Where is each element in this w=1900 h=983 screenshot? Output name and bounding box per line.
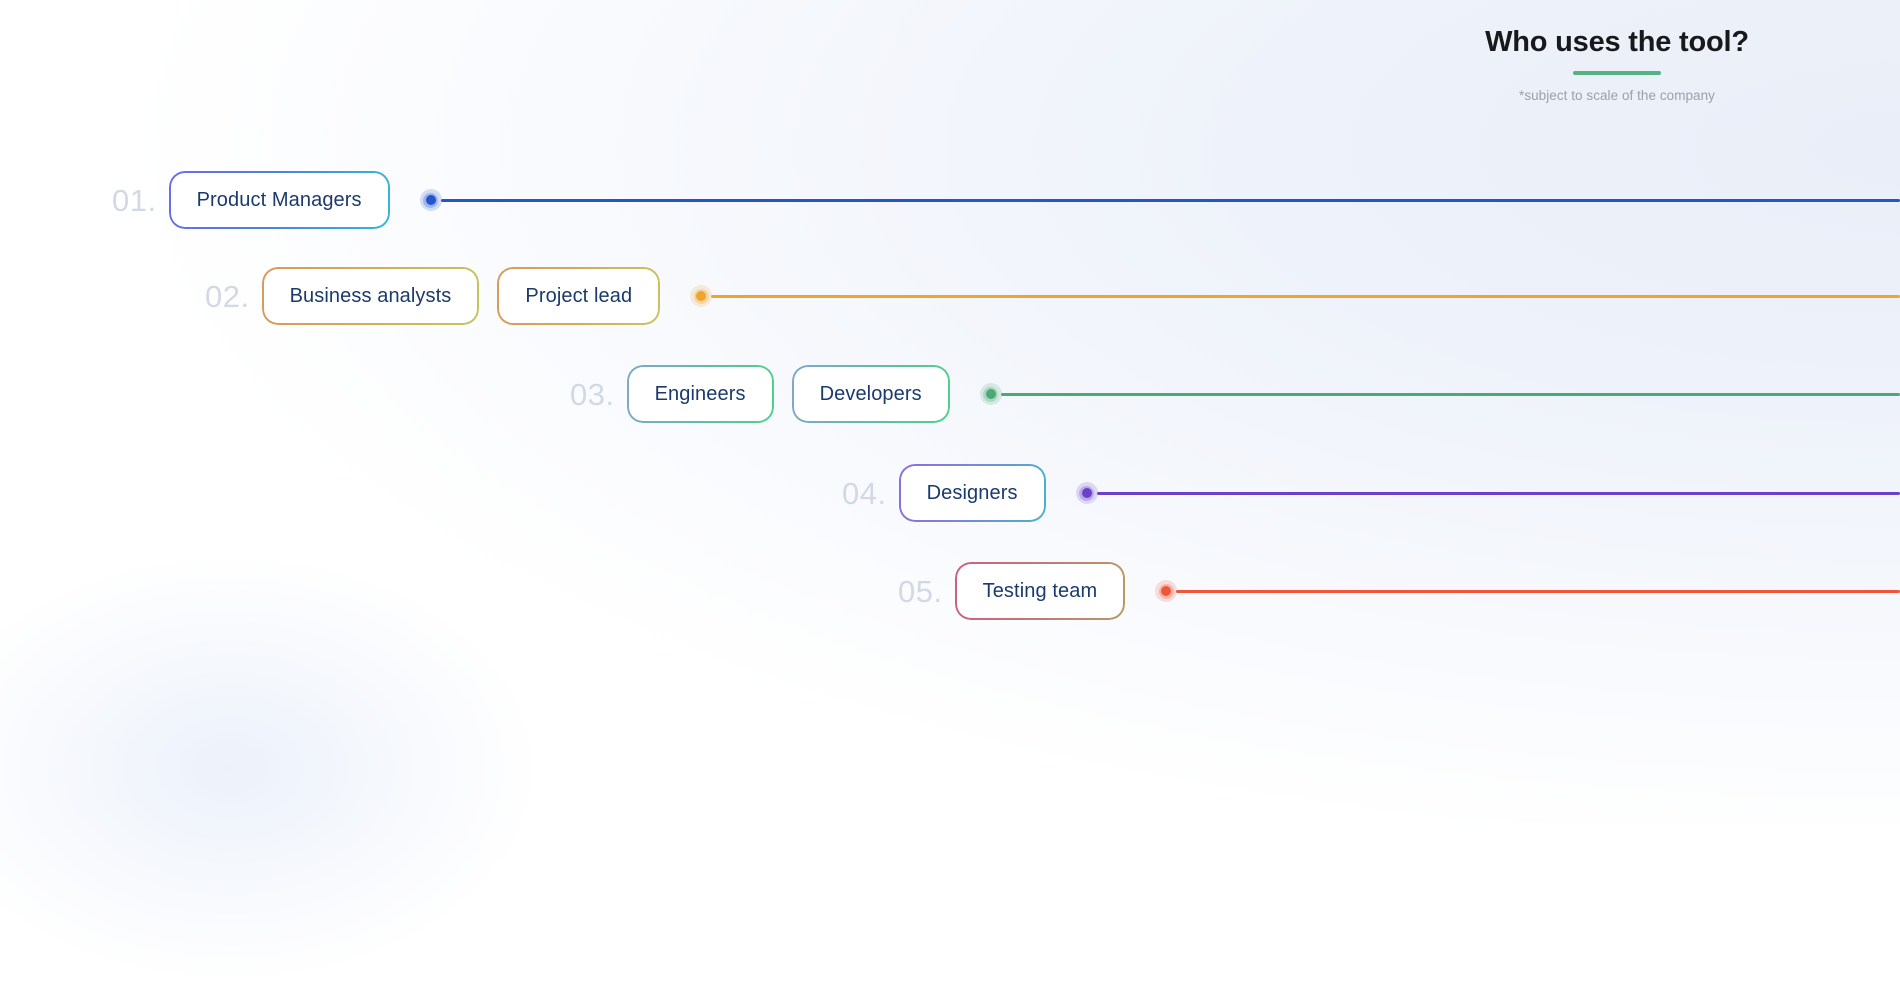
connector-dot-icon (419, 189, 442, 211)
connector-dot-icon (1155, 580, 1178, 602)
dot-core (696, 291, 707, 301)
connector-line (711, 294, 1900, 298)
connector-dot-icon (690, 285, 713, 307)
role-pill-label: Developers (819, 382, 922, 405)
row-number: 03. (570, 376, 615, 412)
role-pill[interactable]: Testing team (954, 562, 1126, 620)
dot-core (1081, 488, 1092, 498)
connector-line (1000, 392, 1900, 396)
page-subtitle: *subject to scale of the company (1519, 88, 1715, 104)
page-title: Who uses the tool? (1485, 26, 1749, 58)
row-number: 04. (842, 475, 887, 511)
role-pill[interactable]: Product Managers (168, 171, 390, 229)
row-connector (690, 285, 1900, 307)
title-underline-accent (1573, 71, 1661, 76)
row-connector (419, 189, 1900, 211)
role-row: 05. Testing team (898, 559, 1900, 623)
role-pill[interactable]: Developers (791, 365, 950, 423)
role-row: 01. Product Managers (112, 168, 1900, 232)
role-row: 03. Engineers Developers (570, 362, 1900, 426)
connector-line (1096, 491, 1900, 495)
role-row: 02. Business analysts Project lead (205, 264, 1900, 328)
role-pill-label: Project lead (525, 284, 633, 307)
role-pill-label: Engineers (654, 382, 746, 405)
role-pill-label: Testing team (982, 579, 1098, 602)
role-pill[interactable]: Designers (898, 464, 1046, 522)
role-pill[interactable]: Project lead (497, 267, 661, 325)
role-pill-label: Product Managers (196, 188, 362, 211)
role-row: 04. Designers (842, 461, 1900, 525)
connector-dot-icon (979, 383, 1002, 405)
dot-core (1161, 586, 1172, 596)
role-pill-label: Business analysts (289, 284, 452, 307)
dot-core (985, 389, 996, 399)
role-pill[interactable]: Engineers (626, 365, 774, 423)
role-pill-label: Designers (926, 481, 1018, 504)
connector-line (1176, 589, 1900, 593)
row-connector (1075, 482, 1900, 504)
dot-core (425, 195, 436, 205)
row-number: 02. (205, 278, 250, 314)
row-number: 05. (898, 573, 943, 609)
row-connector (979, 383, 1900, 405)
row-number: 01. (112, 182, 157, 218)
header: Who uses the tool? *subject to scale of … (1382, 26, 1852, 103)
role-pill[interactable]: Business analysts (261, 267, 480, 325)
role-rows: 01. Product Managers 02. Business analysts P… (0, 0, 1900, 823)
connector-dot-icon (1075, 482, 1098, 504)
row-connector (1155, 580, 1900, 602)
connector-line (440, 198, 1900, 202)
